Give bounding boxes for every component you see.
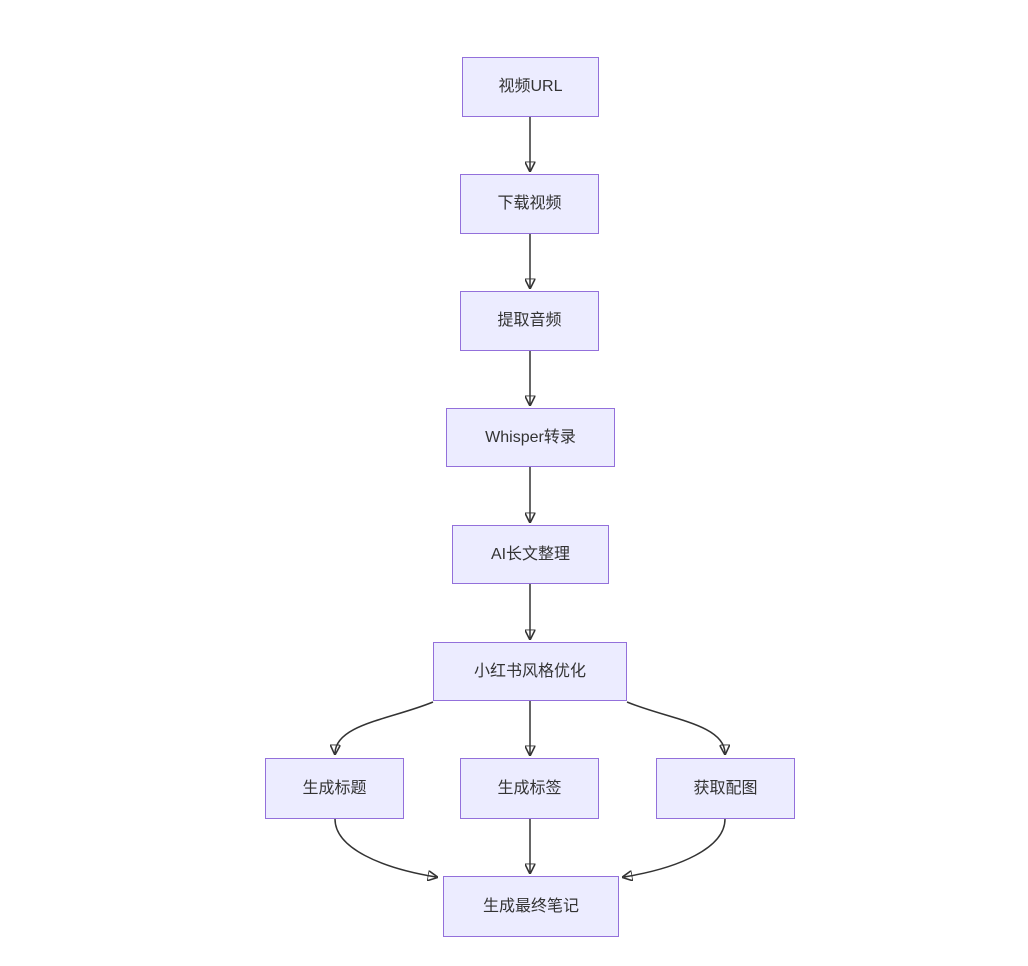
edge-xhs-style-to-get-images: [626, 701, 725, 753]
flowchart-node-download-video: 下载视频: [460, 174, 599, 234]
edge-gen-title-to-final-note: [334, 818, 436, 877]
flowchart-node-get-images: 获取配图: [656, 758, 795, 819]
flowchart-node-whisper-transcribe: Whisper转录: [446, 408, 615, 467]
flowchart-node-xiaohongshu-style: 小红书风格优化: [433, 642, 627, 701]
flowchart-node-generate-title: 生成标题: [265, 758, 404, 819]
flowchart-node-generate-tags: 生成标签: [460, 758, 599, 819]
flowchart-node-final-note: 生成最终笔记: [443, 876, 619, 937]
edge-get-images-to-final-note: [624, 818, 726, 877]
flowchart-node-video-url: 视频URL: [462, 57, 599, 117]
flowchart-node-ai-longtext: AI长文整理: [452, 525, 609, 584]
flowchart-node-extract-audio: 提取音频: [460, 291, 599, 351]
edge-xhs-style-to-gen-title: [335, 701, 434, 753]
